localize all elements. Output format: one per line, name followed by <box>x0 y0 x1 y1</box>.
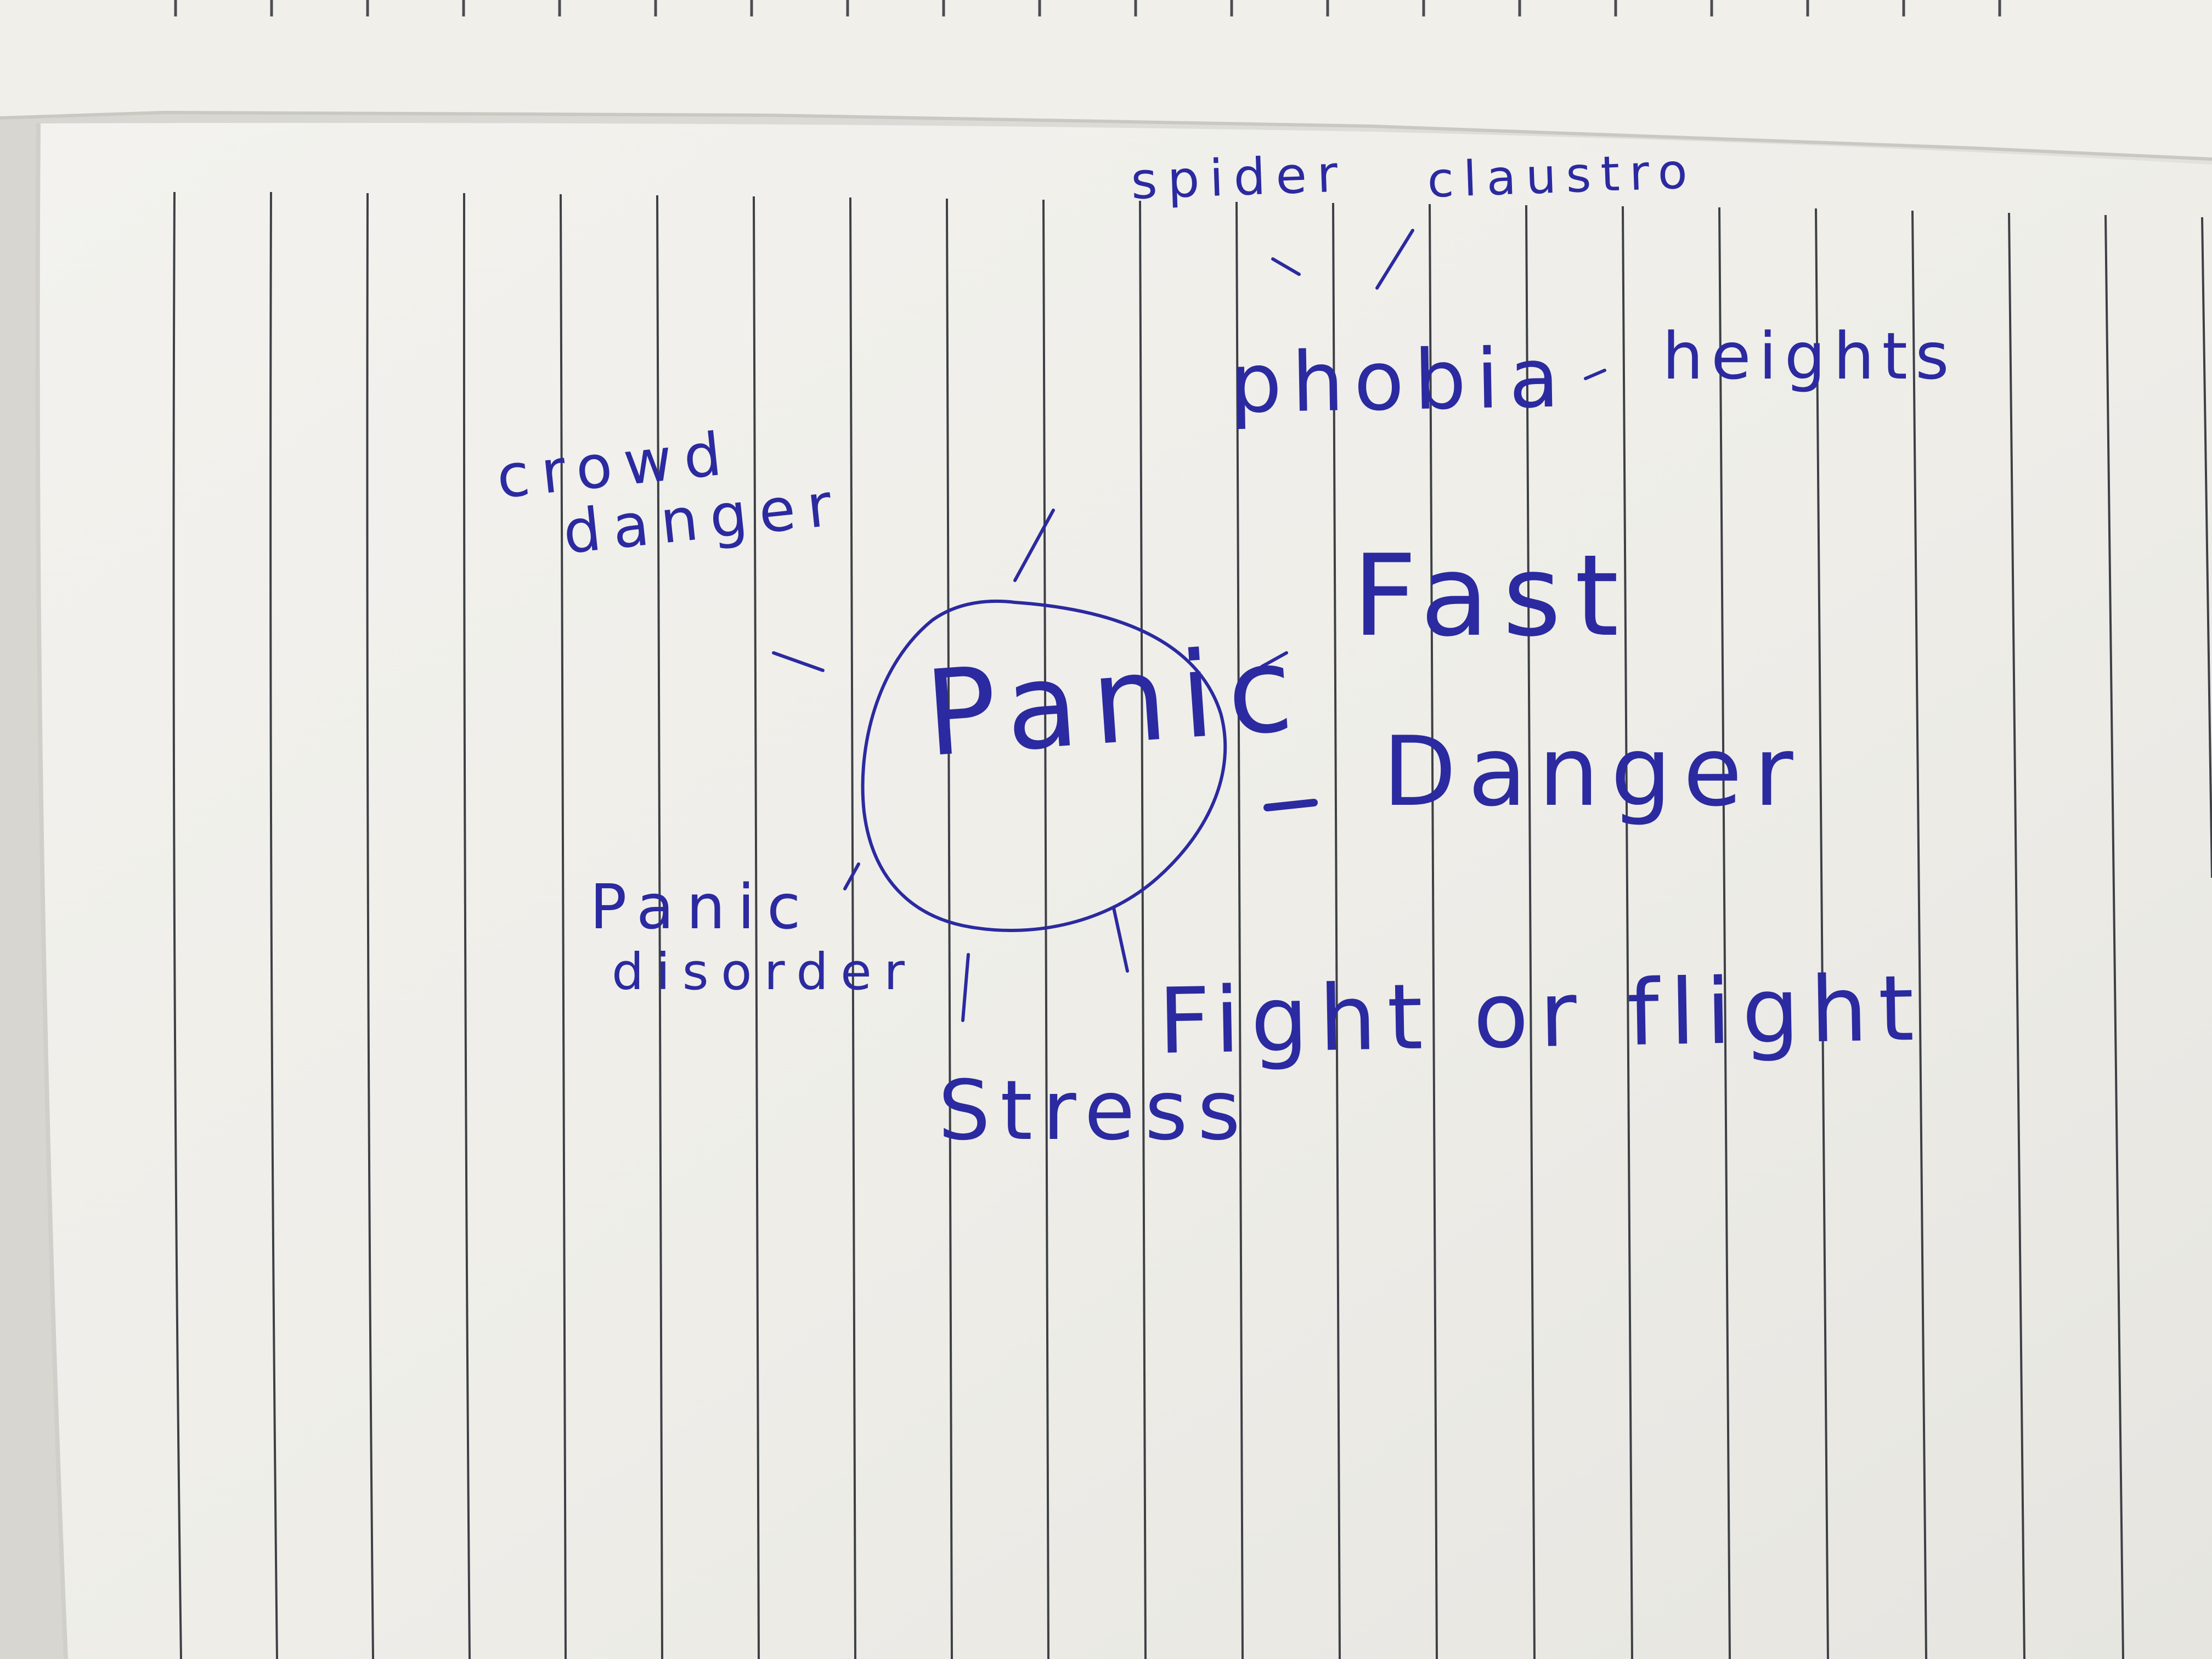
connectors <box>772 229 1606 1022</box>
panic-ellipse <box>861 599 1227 932</box>
panic-disorder-line-1: Panic <box>590 872 813 943</box>
node-fight-or-flight: Fight or flight <box>1157 955 1926 1074</box>
notebook-page <box>37 123 2212 1659</box>
node-phobia: phobia <box>1228 330 1570 432</box>
page-left-edge <box>35 123 68 1659</box>
connector-crowd-danger <box>772 651 825 672</box>
node-spider: spider <box>1130 144 1349 211</box>
ruled-lines <box>172 191 2212 1659</box>
connector-phobia <box>1013 509 1055 582</box>
connector-spider <box>1271 257 1301 276</box>
connector-claustro <box>1375 229 1414 290</box>
connector-fast <box>1260 651 1288 668</box>
node-claustro: claustro <box>1426 142 1698 208</box>
node-panic-disorder: Panic disorder <box>590 872 917 1001</box>
connector-heights <box>1584 369 1606 380</box>
connector-panic-disorder <box>843 862 860 890</box>
previous-page-lines <box>174 0 2001 16</box>
node-danger: Danger <box>1383 716 1805 828</box>
connector-danger <box>1263 799 1318 811</box>
node-fast: Fast <box>1352 531 1633 662</box>
previous-page-strip <box>0 0 2212 159</box>
panic-disorder-line-2: disorder <box>612 942 917 1001</box>
node-heights: heights <box>1662 318 1957 394</box>
previous-page-edge <box>0 110 2212 161</box>
connector-fight-or-flight <box>1112 906 1129 973</box>
node-stress: Stress <box>938 1063 1250 1159</box>
node-center-panic: Panic <box>921 619 1311 783</box>
connector-stress <box>961 953 970 1022</box>
